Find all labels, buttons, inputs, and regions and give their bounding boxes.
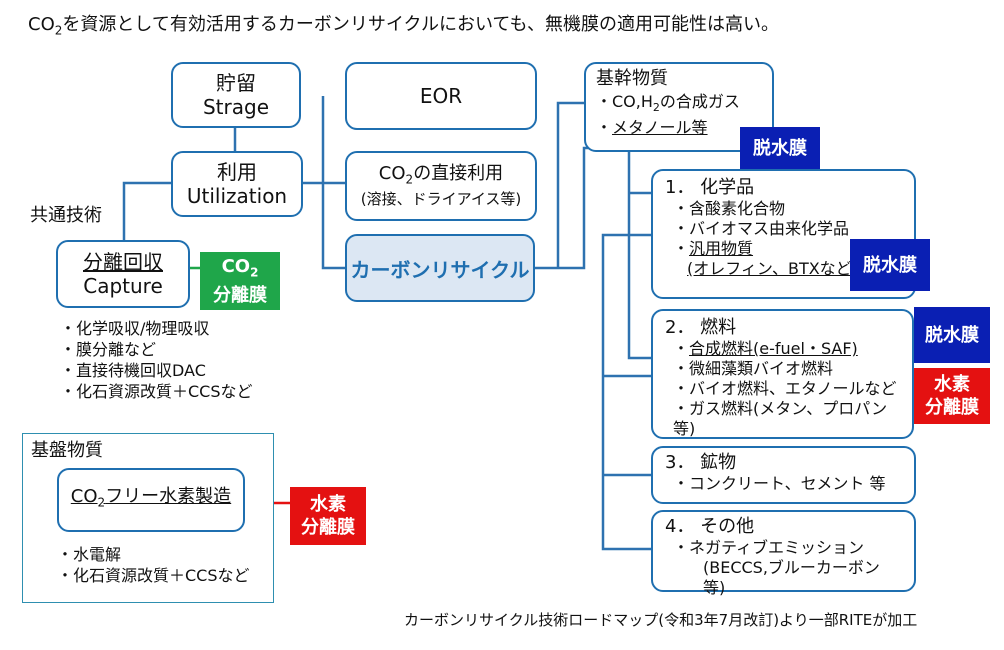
storage-box: 貯留 Strage: [171, 62, 301, 128]
fuels-title: 2． 燃料: [665, 317, 737, 338]
carbon-recycle-box: カーボンリサイクル: [345, 234, 535, 302]
minerals-box: 3． 鉱物 ・コンクリート、セメント 等: [651, 446, 916, 504]
list-item: (BECCS,ブルーカーボン等): [703, 558, 880, 597]
eor-label: EOR: [419, 84, 463, 108]
list-item: ・直接待機回収DAC: [60, 361, 206, 380]
capture-label-ja: 分離回収: [83, 250, 163, 274]
basic-substances-box: 基幹物質 ・CO,H2の合成ガス ・メタノール等: [584, 62, 774, 152]
basic-item-methanol: ・メタノール等: [596, 118, 708, 138]
utilization-label-en: Utilization: [186, 184, 288, 208]
list-item: ・膜分離など: [60, 340, 157, 359]
carbon-recycle-label: カーボンリサイクル: [350, 257, 530, 282]
storage-label-en: Strage: [202, 95, 269, 119]
other-title: 4． その他: [665, 516, 755, 537]
basic-substances-title: 基幹物質: [596, 68, 668, 89]
direct-use-examples: (溶接、ドライアイス等): [360, 190, 522, 209]
foundation-panel: 基盤物質 CO2フリー水素製造 ・水電解 ・化石資源改質＋CCSなど: [22, 433, 274, 603]
list-item: ・ネガティブエミッション: [673, 538, 865, 557]
co2-free-hydrogen-box: CO2フリー水素製造: [57, 468, 245, 532]
list-item: ・コンクリート、セメント 等: [673, 474, 886, 493]
dehydration-membrane-tag: 脱水膜: [850, 239, 930, 291]
list-item: ・化学吸収/物理吸収: [60, 319, 210, 338]
list-item: ・汎用物質: [673, 239, 754, 258]
headline: CO2を資源として有効活用するカーボンリサイクルにおいても、無機膜の適用可能性は…: [28, 14, 779, 38]
list-item: ・含酸素化合物: [673, 199, 786, 218]
minerals-title: 3． 鉱物: [665, 452, 737, 473]
dehydration-membrane-tag: 脱水膜: [914, 307, 990, 363]
dehydration-membrane-tag: 脱水膜: [740, 127, 820, 169]
eor-box: EOR: [345, 62, 537, 130]
other-box: 4． その他 ・ネガティブエミッション (BECCS,ブルーカーボン等): [651, 510, 916, 597]
capture-method-list: ・化学吸収/物理吸収 ・膜分離など ・直接待機回収DAC ・化石資源改質＋CCS…: [60, 318, 253, 402]
list-item: ・合成燃料(e-fuel・SAF): [673, 339, 858, 358]
fuels-box: 2． 燃料 ・合成燃料(e-fuel・SAF) ・微細藻類バイオ燃料 ・バイオ燃…: [651, 309, 914, 439]
utilization-label-ja: 利用: [217, 160, 257, 184]
source-note: カーボンリサイクル技術ロードマップ(令和3年7月改訂)より一部RITEが加工: [404, 611, 918, 629]
list-item: ・微細藻類バイオ燃料: [673, 359, 834, 378]
co2-separation-membrane-tag: CO2 分離膜: [200, 252, 280, 310]
capture-label-en: Capture: [83, 274, 163, 298]
list-item: (オレフィン、BTXなど): [687, 259, 858, 278]
list-item: ・化石資源改質＋CCSなど: [60, 382, 253, 401]
storage-label-ja: 貯留: [216, 71, 256, 95]
common-tech-label: 共通技術: [30, 205, 102, 226]
list-item: ・ガス燃料(メタン、プロパン等): [673, 399, 888, 438]
capture-box: 分離回収 Capture: [56, 240, 190, 308]
list-item: ・バイオ燃料、エタノールなど: [673, 379, 897, 398]
list-item: ・化石資源改質＋CCSなど: [57, 566, 250, 585]
basic-item-syngas: ・CO,H2の合成ガス: [596, 92, 740, 115]
foundation-title: 基盤物質: [31, 440, 103, 461]
list-item: ・水電解: [57, 545, 122, 564]
list-item: ・バイオマス由来化学品: [673, 219, 850, 238]
direct-use-box: CO2の直接利用 (溶接、ドライアイス等): [345, 151, 537, 221]
utilization-box: 利用 Utilization: [171, 151, 303, 217]
chemicals-title: 1． 化学品: [665, 177, 755, 198]
hydrogen-separation-membrane-tag: 水素分離膜: [290, 487, 366, 545]
hydrogen-separation-membrane-tag: 水素分離膜: [914, 368, 990, 424]
